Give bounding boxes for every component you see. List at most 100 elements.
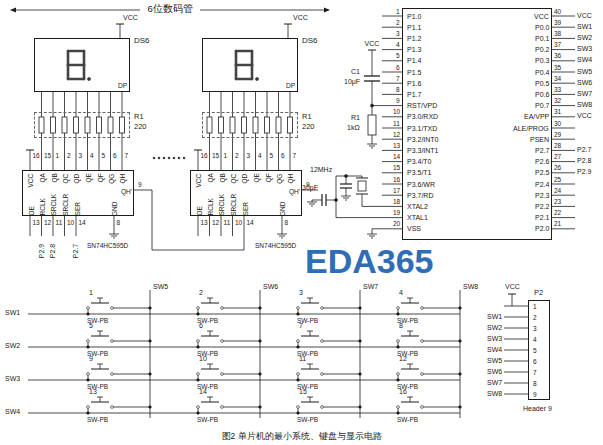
button-contact bbox=[397, 406, 400, 409]
pin-lead bbox=[552, 195, 575, 196]
pin-number: 39 bbox=[554, 19, 561, 26]
pin-lead bbox=[41, 216, 42, 236]
button-contact bbox=[421, 373, 424, 376]
resistor-symbol bbox=[253, 117, 258, 133]
button-contact bbox=[197, 373, 200, 376]
pin-number: 3 bbox=[247, 152, 251, 159]
pin-name: VSS bbox=[407, 225, 421, 233]
pin-number: 11 bbox=[56, 219, 63, 226]
shift-register-chip: VCCQAQBQCQDQEQFQGQHQH'OERCLKSRCLKSRCLRSE… bbox=[190, 170, 302, 216]
pin-name: P3.1/TXD bbox=[407, 125, 437, 133]
pin-number: 4 bbox=[533, 336, 537, 343]
part-number: Header 9 bbox=[523, 405, 552, 413]
wire bbox=[53, 138, 54, 170]
pin-name: OE bbox=[195, 206, 202, 215]
pin-name: VCC bbox=[195, 173, 202, 187]
pin-number: 5 bbox=[533, 347, 537, 354]
pin-number: 16 bbox=[33, 152, 40, 159]
pin-name: P1.7 bbox=[407, 91, 421, 99]
wire bbox=[372, 229, 382, 232]
pin-number: 24 bbox=[554, 187, 561, 194]
ground-symbol bbox=[341, 196, 351, 197]
net-label: P2.9 bbox=[38, 244, 46, 258]
pin-name: VCC bbox=[27, 173, 34, 187]
wire bbox=[290, 92, 291, 112]
button-actuator bbox=[207, 364, 213, 365]
button-lead bbox=[112, 341, 150, 342]
callout-number: 13 bbox=[89, 388, 97, 396]
dimension-line bbox=[14, 10, 140, 11]
junction-dot bbox=[149, 373, 152, 376]
button-contact bbox=[221, 373, 224, 376]
pin-name: P2.5 bbox=[535, 169, 549, 177]
component-label: P2 bbox=[534, 289, 543, 298]
net-label: SW4 bbox=[487, 346, 502, 354]
net-label: SW2 bbox=[487, 324, 502, 332]
pin-lead bbox=[114, 216, 115, 232]
button-contact bbox=[111, 340, 114, 343]
pin-number: 4 bbox=[90, 152, 94, 159]
net-label: SW7 bbox=[577, 90, 592, 98]
wire-connector bbox=[209, 92, 210, 112]
wire bbox=[326, 200, 336, 201]
supply-wire bbox=[120, 24, 121, 38]
button-actuator bbox=[310, 364, 311, 369]
pin-name: QF bbox=[96, 173, 103, 182]
button-actuator bbox=[310, 397, 311, 402]
wire bbox=[76, 92, 77, 112]
junction-dot bbox=[359, 307, 362, 310]
pin-name: P3.7/RD bbox=[407, 192, 433, 200]
button-actuator bbox=[307, 298, 313, 299]
digit-segment bbox=[235, 65, 238, 79]
part-label: SW-PB bbox=[297, 416, 318, 423]
wire bbox=[198, 150, 199, 170]
pin-lead bbox=[552, 38, 575, 39]
pin-name: EA/VPP bbox=[524, 113, 549, 121]
pin-number: 4 bbox=[258, 152, 262, 159]
junction-dot bbox=[259, 373, 262, 376]
pin-number: 5 bbox=[102, 152, 106, 159]
callout-number: 6 bbox=[199, 322, 203, 330]
pin-number: 6 bbox=[281, 152, 285, 159]
pin-name: P1.2 bbox=[407, 35, 421, 43]
pin-number: 16 bbox=[201, 152, 208, 159]
continuation-dot bbox=[173, 157, 175, 159]
pin-number: 6 bbox=[533, 358, 537, 365]
wire bbox=[244, 92, 245, 112]
pin-name: QH bbox=[119, 173, 126, 183]
button-contact bbox=[321, 406, 324, 409]
wire bbox=[372, 81, 382, 106]
pin-number: 14 bbox=[393, 153, 400, 160]
wire bbox=[278, 138, 279, 170]
ground-symbol bbox=[345, 200, 347, 201]
button-lead bbox=[322, 308, 360, 309]
net-label: SW6 bbox=[263, 283, 278, 291]
part-number: SN74HC595D bbox=[87, 242, 128, 249]
resistor-symbol bbox=[219, 117, 224, 133]
digit-segment bbox=[236, 78, 252, 81]
wire bbox=[87, 92, 88, 112]
pin-name: QG bbox=[276, 173, 283, 183]
dimension-line bbox=[200, 10, 326, 11]
net-label: SW6 bbox=[577, 79, 592, 87]
dimension-arrowhead bbox=[10, 8, 16, 13]
pin-name: ALE/PROG bbox=[513, 125, 549, 133]
pin-name: P0.7 bbox=[535, 102, 549, 110]
pin-name: P3.3/INT1 bbox=[407, 147, 439, 155]
pin-name: QB bbox=[218, 173, 225, 182]
wire-connector bbox=[134, 190, 244, 250]
wire bbox=[290, 138, 291, 170]
button-lead bbox=[422, 308, 460, 309]
pin-name: P1.6 bbox=[407, 80, 421, 88]
pin-lead bbox=[382, 27, 402, 28]
pin-lead bbox=[382, 150, 402, 151]
pin-lead bbox=[552, 72, 575, 73]
button-actuator bbox=[410, 298, 411, 303]
pin-number: 40 bbox=[554, 8, 561, 15]
wire bbox=[372, 50, 373, 76]
button-contact bbox=[397, 340, 400, 343]
wire bbox=[221, 92, 222, 112]
wire bbox=[255, 92, 256, 112]
component-label: 220 bbox=[302, 123, 315, 132]
